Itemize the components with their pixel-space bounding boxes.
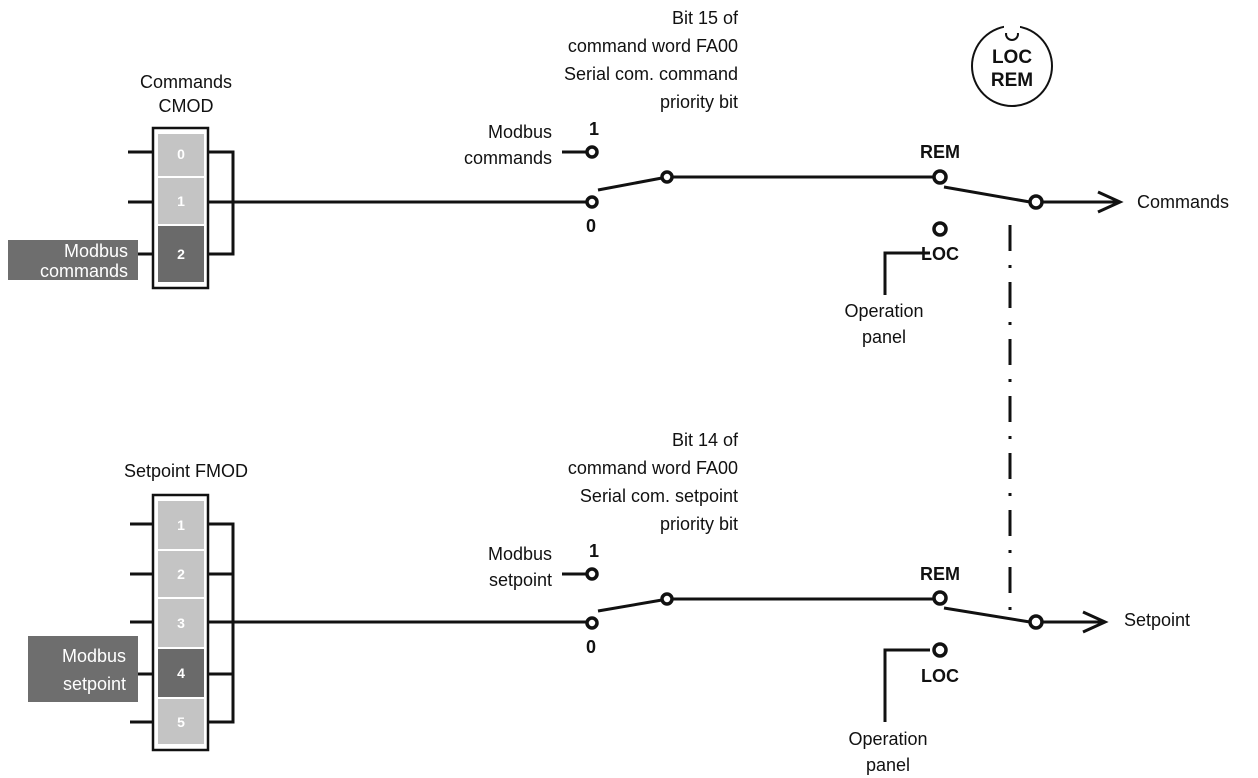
cmd-modbus-input-line2: commands bbox=[464, 148, 552, 168]
cmod-slot-1-label: 1 bbox=[177, 193, 185, 209]
sp-switch-contact-0 bbox=[585, 616, 599, 630]
cmd-switch-1-label: 1 bbox=[589, 119, 599, 139]
sp-bit-note-line3: Serial com. setpoint bbox=[580, 486, 738, 506]
cmod-title-line2: CMOD bbox=[159, 96, 214, 116]
cmd-switch-contact-0 bbox=[585, 195, 599, 209]
sp-loc-label: LOC bbox=[921, 666, 959, 686]
cmd-panel-label-line1: Operation bbox=[844, 301, 923, 321]
fmod-slot-1-label: 1 bbox=[177, 517, 185, 533]
loc-rem-key-rem-label: REM bbox=[991, 70, 1033, 91]
cmd-loc-label: LOC bbox=[921, 244, 959, 264]
cmd-bit-note-line2: command word FA00 bbox=[568, 36, 738, 56]
cmd-output-label: Commands bbox=[1137, 192, 1229, 212]
cmd-modbus-input-line1: Modbus bbox=[488, 122, 552, 142]
fmod-slot-5 bbox=[158, 699, 204, 744]
cmod-slot-0 bbox=[158, 134, 204, 176]
fmod-slot-2 bbox=[158, 551, 204, 597]
cmd-bit-note-line3: Serial com. command bbox=[564, 64, 738, 84]
cmod-slot-2-label: 2 bbox=[177, 246, 185, 262]
commands-section: Commands CMOD 0 1 2 Modbus commands Bit … bbox=[8, 8, 1229, 347]
cmod-title-line1: Commands bbox=[140, 72, 232, 92]
cmod-slot-1 bbox=[158, 178, 204, 224]
fmod-slot-2-label: 2 bbox=[177, 566, 185, 582]
cmod-slot-0-label: 0 bbox=[177, 146, 185, 162]
cmd-panel-label-line2: panel bbox=[862, 327, 906, 347]
sp-switch-0-label: 0 bbox=[586, 637, 596, 657]
fmod-slot-1 bbox=[158, 501, 204, 549]
sp-output-label: Setpoint bbox=[1124, 610, 1190, 630]
fmod-slot-5-label: 5 bbox=[177, 714, 185, 730]
loc-rem-key-loc-label: LOC bbox=[992, 47, 1032, 68]
cmod-modbus-box-line2: commands bbox=[40, 261, 128, 281]
cmod-modbus-box-line1: Modbus bbox=[64, 241, 128, 261]
fmod-slot-3 bbox=[158, 599, 204, 647]
fmod-modbus-box-line2: setpoint bbox=[63, 674, 126, 694]
sp-bit-note-line4: priority bit bbox=[660, 514, 738, 534]
fmod-slot-4 bbox=[158, 649, 204, 697]
sp-rem-label: REM bbox=[920, 564, 960, 584]
sp-bit-note-line2: command word FA00 bbox=[568, 458, 738, 478]
cmd-bit-note-line4: priority bit bbox=[660, 92, 738, 112]
cmd-switch-0-label: 0 bbox=[586, 216, 596, 236]
setpoint-section: Setpoint FMOD 1 2 3 4 5 Modbus setpoint … bbox=[28, 430, 1190, 775]
fmod-modbus-box-line1: Modbus bbox=[62, 646, 126, 666]
fmod-slot-3-label: 3 bbox=[177, 615, 185, 631]
fmod-slot-4-label: 4 bbox=[177, 665, 185, 681]
fmod-modbus-box bbox=[28, 636, 138, 702]
sp-modbus-input-line2: setpoint bbox=[489, 570, 552, 590]
sp-panel-label-line2: panel bbox=[866, 755, 910, 775]
fmod-title: Setpoint FMOD bbox=[124, 461, 248, 481]
sp-bit-note-line1: Bit 14 of bbox=[672, 430, 739, 450]
cmd-rem-label: REM bbox=[920, 142, 960, 162]
loc-rem-key: LOC REM bbox=[971, 24, 1053, 107]
cmod-slot-2 bbox=[158, 226, 204, 282]
sp-switch-1-label: 1 bbox=[589, 541, 599, 561]
cmd-bit-note-line1: Bit 15 of bbox=[672, 8, 739, 28]
sp-modbus-input-line1: Modbus bbox=[488, 544, 552, 564]
sp-panel-label-line1: Operation bbox=[848, 729, 927, 749]
